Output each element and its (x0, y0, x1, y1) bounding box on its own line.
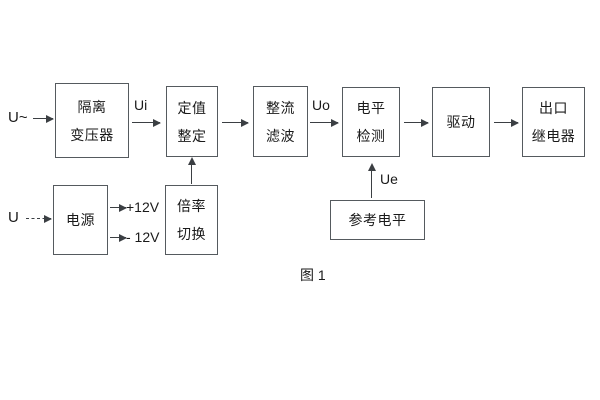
block-rectify-filter: 整流 滤波 (253, 86, 308, 157)
block-rectify-filter-line1: 整流 (266, 99, 295, 116)
rail-negative-label: - 12V (126, 229, 160, 245)
arrow-reference-level-to-level-detect (367, 163, 376, 198)
arrow-level-detect-to-drive (404, 118, 429, 127)
arrow-setting-value-to-rectify-filter (222, 118, 249, 127)
block-drive: 驱动 (432, 87, 490, 157)
ac-input-label: U~ (8, 109, 28, 126)
block-output-relay-line2: 继电器 (531, 128, 576, 144)
arrow-multiplier-switch-to-setting-value (187, 157, 196, 184)
arrow-dc-input-to-power-supply (26, 215, 52, 223)
block-setting-value: 定值 整定 (166, 86, 218, 157)
arrow-rectify-filter-to-level-detect (310, 118, 339, 127)
block-setting-value-line2: 整定 (177, 127, 207, 144)
arrow-rail-negative (110, 233, 127, 242)
block-reference-level-line1: 参考电平 (348, 212, 407, 228)
rail-positive-label: +12V (126, 199, 160, 215)
signal-label-uo: Uo (312, 97, 330, 113)
block-multiplier-switch: 倍率 切换 (165, 185, 218, 255)
block-isolation-transformer-line1: 隔离 (77, 98, 107, 115)
block-multiplier-switch-line2: 切换 (177, 226, 206, 242)
block-rectify-filter-line2: 滤波 (266, 127, 295, 144)
block-level-detect-line1: 电平 (356, 100, 386, 116)
arrow-rail-positive (110, 203, 127, 212)
block-power-supply-line1: 电源 (66, 212, 95, 228)
block-level-detect-line2: 检测 (356, 128, 386, 144)
block-drive-line1: 驱动 (446, 114, 476, 130)
block-output-relay: 出口 继电器 (522, 87, 585, 157)
figure-caption: 图 1 (300, 267, 326, 283)
signal-label-ui: Ui (134, 97, 148, 113)
block-reference-level: 参考电平 (330, 200, 425, 240)
block-setting-value-line1: 定值 (177, 99, 207, 116)
block-isolation-transformer-line2: 变压器 (70, 126, 114, 143)
dc-input-label: U (8, 209, 19, 226)
block-power-supply: 电源 (53, 185, 108, 255)
signal-label-ue: Ue (380, 171, 398, 187)
arrow-isolation-transformer-to-setting-value (132, 118, 161, 127)
block-level-detect: 电平 检测 (342, 87, 400, 157)
arrow-drive-to-output-relay (494, 118, 519, 127)
block-multiplier-switch-line1: 倍率 (177, 198, 206, 214)
block-isolation-transformer: 隔离 变压器 (55, 83, 129, 158)
arrow-ac-input-to-isolation-transformer (33, 114, 54, 123)
block-output-relay-line1: 出口 (539, 100, 568, 116)
